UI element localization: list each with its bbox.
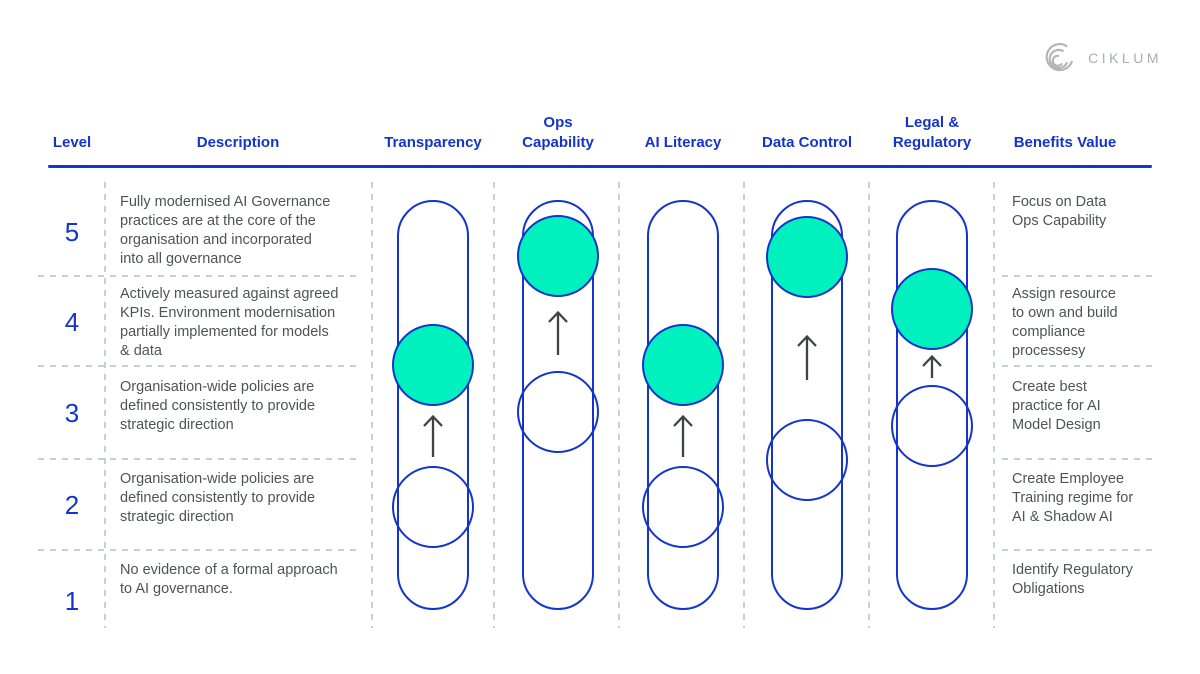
header-data-control: Data Control bbox=[762, 133, 852, 151]
maturity-pill bbox=[647, 200, 719, 610]
benefit-cell: Assign resource to own and build complia… bbox=[1012, 286, 1118, 359]
empty-marker bbox=[891, 385, 973, 467]
filled-marker bbox=[517, 215, 599, 297]
maturity-pill bbox=[771, 200, 843, 610]
filled-marker bbox=[766, 216, 848, 298]
column-divider bbox=[371, 182, 373, 628]
arrow-up-icon bbox=[673, 414, 693, 457]
empty-marker bbox=[766, 419, 848, 501]
header-level: Level bbox=[52, 133, 92, 151]
description-cell: Actively measured against agreed KPIs. E… bbox=[120, 286, 339, 359]
level-number: 2 bbox=[64, 490, 80, 520]
column-divider bbox=[104, 182, 106, 628]
column-divider bbox=[743, 182, 745, 628]
description-cell: Organisation-wide policies are defined c… bbox=[120, 379, 316, 433]
arrow-up-icon bbox=[423, 414, 443, 457]
level-number: 4 bbox=[64, 307, 80, 337]
header-transparency: Transparency bbox=[384, 133, 482, 151]
level-number: 5 bbox=[64, 217, 80, 247]
benefit-cell: Focus on Data Ops Capability bbox=[1012, 194, 1107, 229]
header-ops-capability: Ops Capability bbox=[522, 114, 594, 151]
description-cell: No evidence of a formal approach to AI g… bbox=[120, 562, 338, 597]
filled-marker bbox=[392, 324, 474, 406]
ciklum-concentric-c-icon bbox=[1045, 42, 1074, 72]
ciklum-logo: CIKLUM bbox=[1042, 40, 1162, 76]
column-divider bbox=[618, 182, 620, 628]
column-divider bbox=[993, 182, 995, 628]
row-divider bbox=[38, 549, 356, 551]
column-divider bbox=[868, 182, 870, 628]
header-legal-regulatory: Legal & Regulatory bbox=[892, 114, 972, 151]
benefit-cell: Create best practice for AI Model Design bbox=[1012, 379, 1101, 433]
description-cell: Fully modernised AI Governance practices… bbox=[120, 194, 331, 267]
row-divider bbox=[1002, 549, 1158, 551]
level-number: 1 bbox=[64, 586, 80, 616]
header-benefits-value: Benefits Value bbox=[1013, 133, 1117, 151]
header-underline bbox=[48, 165, 1152, 168]
empty-marker bbox=[392, 466, 474, 548]
row-divider bbox=[1002, 275, 1158, 277]
column-divider bbox=[493, 182, 495, 628]
empty-marker bbox=[517, 371, 599, 453]
filled-marker bbox=[642, 324, 724, 406]
level-number: 3 bbox=[64, 398, 80, 428]
arrow-up-icon bbox=[797, 334, 817, 380]
header-description: Description bbox=[196, 133, 280, 151]
row-divider bbox=[38, 458, 356, 460]
empty-marker bbox=[642, 466, 724, 548]
row-divider bbox=[1002, 458, 1158, 460]
description-cell: Organisation-wide policies are defined c… bbox=[120, 471, 316, 525]
filled-marker bbox=[891, 268, 973, 350]
benefit-cell: Create Employee Training regime for AI &… bbox=[1012, 471, 1134, 525]
header-ai-literacy: AI Literacy bbox=[644, 133, 722, 151]
arrow-up-icon bbox=[548, 310, 568, 355]
row-divider bbox=[38, 275, 356, 277]
maturity-pill bbox=[397, 200, 469, 610]
arrow-up-icon bbox=[922, 354, 942, 378]
ciklum-logo-text: CIKLUM bbox=[1088, 50, 1162, 66]
benefit-cell: Identify Regulatory Obligations bbox=[1012, 562, 1133, 597]
row-divider bbox=[38, 365, 356, 367]
row-divider bbox=[1002, 365, 1158, 367]
